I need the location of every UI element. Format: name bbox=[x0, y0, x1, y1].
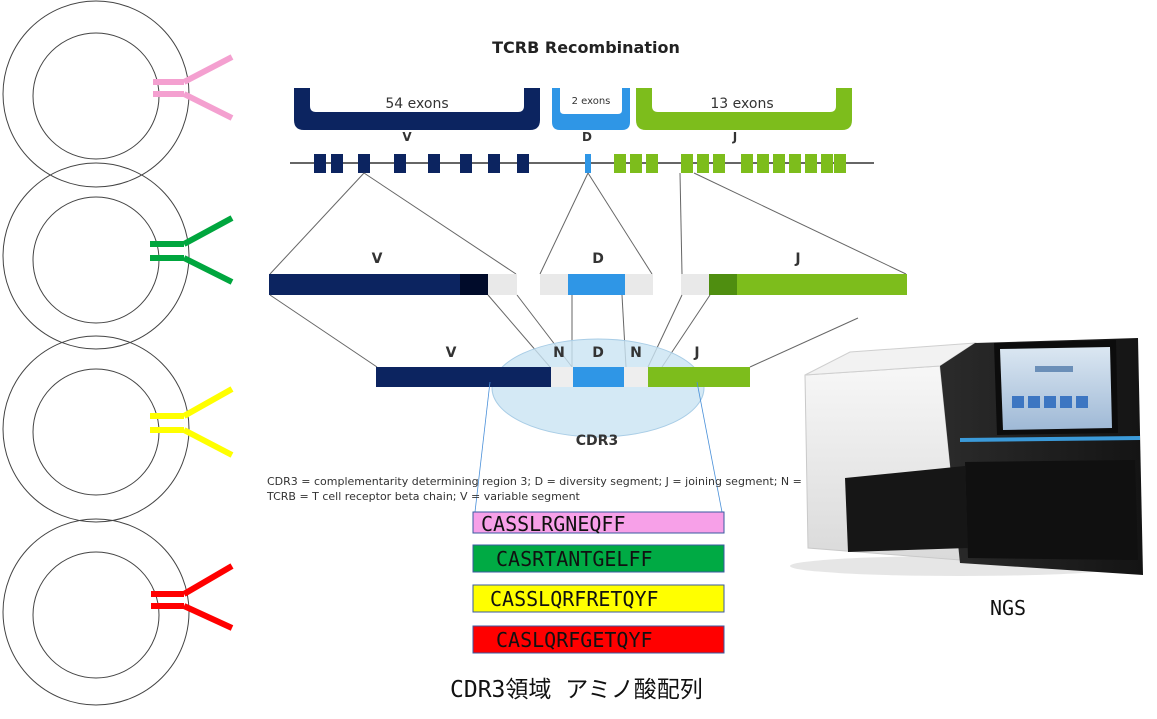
d-exon-bracket: 2 exons bbox=[552, 88, 630, 130]
tcr-receptor-3-icon bbox=[150, 386, 234, 458]
rearranged-v-label: V bbox=[446, 345, 457, 361]
cdr3-region bbox=[491, 338, 705, 438]
rearranged-vdj bbox=[376, 367, 750, 387]
j-segment bbox=[681, 274, 907, 295]
ngs-label: NGS bbox=[990, 596, 1026, 620]
sequence-text-2: CASRTANTGELFF bbox=[496, 547, 653, 571]
rearranged-n1-label: N bbox=[553, 345, 565, 361]
segment-d-label: D bbox=[592, 251, 604, 267]
sequence-text-4: CASLQRFGETQYF bbox=[496, 628, 653, 652]
d-segment bbox=[540, 274, 653, 295]
caption-line-1: CDR3 = complementarity determining regio… bbox=[267, 475, 802, 488]
tcr-receptor-1-icon bbox=[153, 54, 234, 121]
locus-v-label: V bbox=[402, 130, 412, 144]
germline-locus bbox=[290, 154, 874, 173]
j-exon-bracket: 13 exons bbox=[636, 88, 852, 130]
tcr-receptor-2-icon bbox=[150, 215, 234, 285]
sequence-box-4: CASLQRFGETQYF bbox=[472, 625, 725, 654]
v-exon-count: 54 exons bbox=[385, 96, 448, 112]
locus-j-label: J bbox=[732, 130, 737, 144]
sequence-text-3: CASSLQRFRETQYF bbox=[490, 587, 659, 611]
sequence-box-1: CASSLRGNEQFF bbox=[472, 511, 725, 536]
rearranged-j-label: J bbox=[693, 345, 699, 361]
segment-j-label: J bbox=[794, 251, 800, 267]
t-cell-2 bbox=[2, 162, 234, 350]
t-cell-3 bbox=[2, 335, 234, 523]
segment-v-label: V bbox=[372, 251, 383, 267]
d-exon-count: 2 exons bbox=[572, 96, 611, 107]
amino-acid-sequence-label: CDR3領域 アミノ酸配列 bbox=[450, 677, 703, 703]
v-segment bbox=[269, 274, 517, 295]
tcr-receptor-4-icon bbox=[151, 563, 234, 631]
sequence-box-3: CASSLQRFRETQYF bbox=[472, 584, 725, 613]
v-exon-bracket: 54 exons bbox=[294, 88, 540, 130]
caption-line-2: TCRB = T cell receptor beta chain; V = v… bbox=[266, 490, 581, 503]
sequence-text-1: CASSLRGNEQFF bbox=[481, 512, 626, 536]
rearranged-n2-label: N bbox=[630, 345, 642, 361]
t-cell-4 bbox=[2, 518, 234, 706]
rearranged-d-label: D bbox=[592, 345, 604, 361]
t-cell-1 bbox=[2, 0, 234, 188]
ngs-sequencer-icon bbox=[790, 338, 1143, 576]
locus-d-label: D bbox=[582, 130, 592, 144]
sequence-box-2: CASRTANTGELFF bbox=[472, 544, 725, 573]
j-exon-count: 13 exons bbox=[710, 96, 773, 112]
diagram-title: TCRB Recombination bbox=[492, 38, 680, 57]
cdr3-label: CDR3 bbox=[576, 433, 618, 449]
